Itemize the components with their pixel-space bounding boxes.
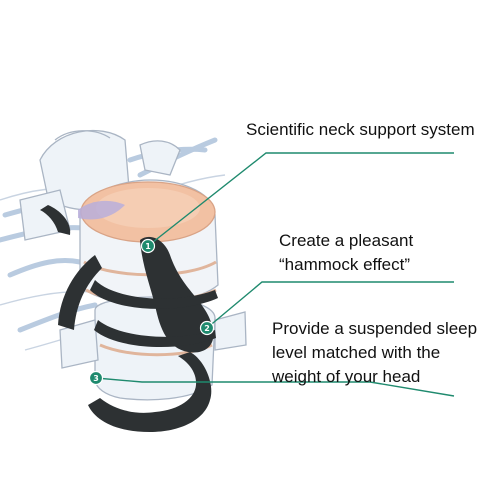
callout-3-text: Provide a suspended sleep level matched … (272, 317, 477, 389)
marker-3-label: 3 (93, 374, 99, 383)
marker-2: 2 (199, 320, 215, 336)
callout-2-text: Create a pleasant “hammock effect” (279, 229, 413, 277)
leader-line-3 (95, 377, 455, 397)
spinal-canal (78, 200, 125, 220)
callout-markers: 1 2 3 (88, 238, 215, 386)
lower-vertebra (59, 296, 247, 401)
callout-2-line-1: Create a pleasant (279, 231, 414, 250)
callout-3-line-2: level matched with the (272, 343, 441, 362)
marker-2-label: 2 (204, 324, 210, 333)
leader-line-1 (147, 152, 454, 247)
leader-lines (95, 152, 455, 397)
leader-line-2 (206, 281, 454, 329)
marker-3: 3 (88, 370, 104, 386)
callout-1-text: Scientific neck support system (246, 118, 475, 142)
callout-3-line-1: Provide a suspended sleep (272, 319, 478, 338)
marker-1: 1 (140, 238, 156, 254)
callout-3-line-3: weight of your head (272, 367, 421, 386)
neck-pillow (40, 205, 218, 432)
callout-2-line-2: “hammock effect” (279, 255, 411, 274)
marker-1-label: 1 (145, 242, 151, 251)
callout-1-line-1: Scientific neck support system (246, 120, 475, 139)
